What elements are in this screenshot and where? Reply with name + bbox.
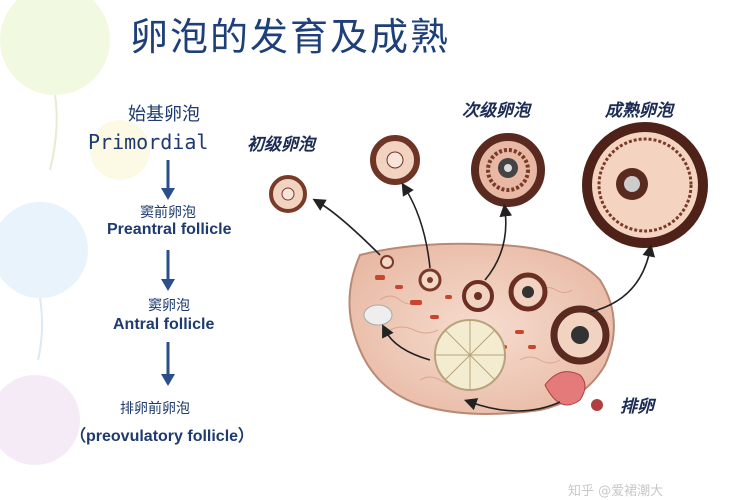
antral-follicle-en: Antral follicle (113, 316, 215, 333)
flow-arrow-2 (161, 250, 175, 291)
mature-follicle-label: 成熟卵泡 (605, 101, 673, 121)
flow-arrow-1 (161, 160, 175, 200)
watermark: 知乎 @爱裙潮大 (568, 484, 664, 499)
secondary-follicle-icon-1 (370, 135, 420, 185)
page-title: 卵泡的发育及成熟 (130, 15, 451, 59)
ovary-illustration (348, 242, 615, 415)
arrow-ovary-cycle (463, 398, 561, 412)
secondary-follicle-icon-2 (471, 133, 545, 207)
preovulatory-follicle-en: （preovulatory follicle） (70, 428, 255, 445)
arrow-luteum-to-albicans (382, 324, 431, 361)
arrow-to-secondary-2 (484, 203, 513, 281)
arrow-primordial-to-primary (312, 198, 381, 256)
arrow-to-mature (589, 243, 656, 313)
preantral-follicle-cn: 窦前卵泡 (140, 205, 196, 221)
antral-follicle-cn: 窦卵泡 (148, 298, 190, 314)
arrow-to-secondary-1 (401, 182, 431, 269)
primary-follicle-label: 初级卵泡 (247, 135, 315, 155)
primordial-follicle-en: Primordial (88, 130, 209, 154)
preovulatory-follicle-cn: 排卵前卵泡 (120, 401, 190, 417)
secondary-follicle-label: 次级卵泡 (462, 101, 530, 121)
preantral-follicle-en: Preantral follicle (107, 221, 232, 238)
ovulation-label: 排卵 (620, 397, 654, 417)
flow-arrow-3 (161, 342, 175, 386)
primary-follicle-icon (269, 175, 307, 213)
mature-follicle-icon (582, 122, 708, 248)
primordial-follicle-cn: 始基卵泡 (128, 104, 200, 125)
